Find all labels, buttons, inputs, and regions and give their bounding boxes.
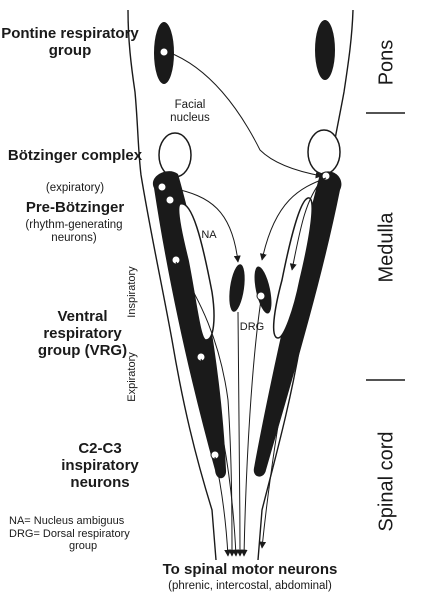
label-vrg: Ventral respiratory group (VRG)	[37, 308, 128, 359]
label-botzinger: Bötzinger complex	[7, 147, 143, 164]
label-target: To spinal motor neurons	[162, 561, 338, 578]
facial-nucleus-left	[158, 132, 192, 178]
region-pons: Pons	[375, 39, 398, 86]
label-botzinger-sub: (expiratory)	[45, 182, 105, 194]
label-na: NA	[201, 229, 217, 241]
fiber-vrg	[200, 358, 240, 557]
fiber-right-to-drg	[259, 177, 327, 261]
label-target-sub: (phrenic, intercostal, abdominal)	[168, 580, 332, 592]
legend-drg-line2: group	[69, 540, 98, 553]
label-inspiratory: Inspiratory	[126, 266, 138, 318]
label-pontine: Pontine respiratory group	[1, 25, 139, 59]
fiber-prebotz	[175, 261, 236, 557]
drg-right	[254, 266, 272, 314]
outline-left	[127, 9, 217, 561]
fiber-pontine-to-medulla	[167, 51, 323, 179]
region-medulla: Medulla	[375, 212, 398, 283]
neuron-drg	[256, 291, 266, 301]
fiber-botzinger-to-drg	[171, 187, 241, 263]
label-drg: DRG	[239, 321, 265, 333]
facial-nucleus-right	[307, 129, 341, 175]
fiber-right-column	[259, 183, 325, 549]
label-prebotzinger: Pre-Bötzinger	[25, 199, 125, 216]
legend-drg-line1: DRG= Dorsal respiratory	[9, 527, 130, 540]
neuron-botzinger-1	[157, 182, 167, 192]
fiber-c2c3	[214, 456, 232, 557]
vrg-column-left	[152, 171, 227, 479]
vrg-column-right	[253, 171, 342, 477]
neuron-vrg	[196, 352, 206, 362]
drg-left	[229, 264, 245, 312]
neuron-botzinger-2	[165, 195, 175, 205]
projection-fibers	[167, 51, 327, 557]
pontine-nucleus-right	[315, 20, 335, 80]
legend: NA= Nucleus ambiguus DRG= Dorsal respira…	[9, 515, 169, 553]
fiber-drg-left	[236, 311, 244, 557]
pontine-neuron	[159, 47, 169, 57]
fiber-drg-right	[240, 299, 262, 557]
region-spinal-cord: Spinal cord	[375, 431, 398, 532]
label-expiratory: Expiratory	[126, 352, 138, 402]
label-c2c3: C2-C3 inspiratory neurons	[61, 440, 139, 491]
legend-na: NA= Nucleus ambiguus	[9, 515, 125, 527]
na-left	[177, 203, 215, 341]
fiber-right-to-na	[289, 179, 323, 271]
neuron-prebotzinger	[171, 255, 181, 265]
label-prebotzinger-sub: (rhythm-generating neurons)	[25, 219, 123, 244]
label-facial: Facial nucleus	[170, 99, 210, 124]
